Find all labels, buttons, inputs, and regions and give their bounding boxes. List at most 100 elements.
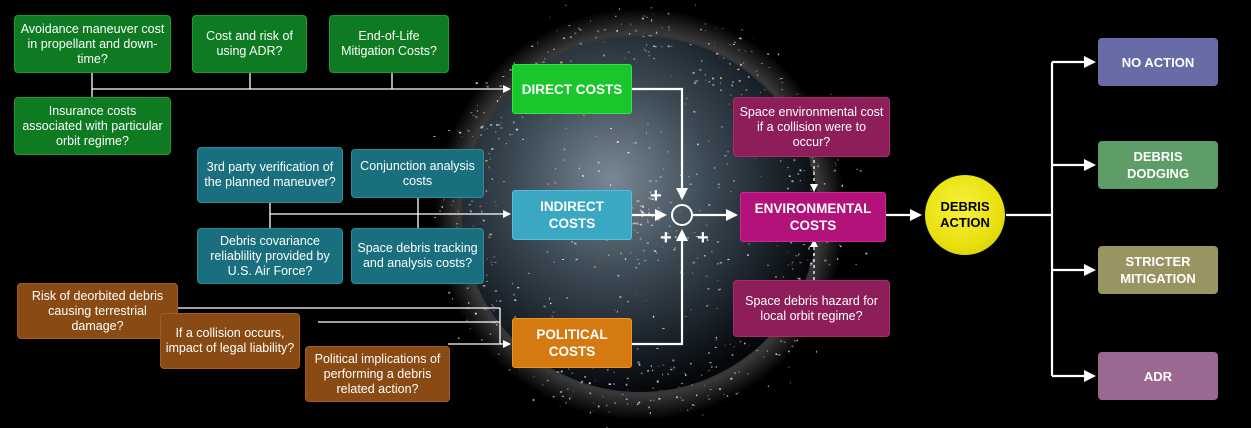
debris-speck <box>582 174 584 177</box>
debris-speck <box>716 263 719 265</box>
debris-speck <box>606 404 608 407</box>
debris-speck <box>574 32 577 35</box>
debris-speck <box>466 287 469 289</box>
debris-speck <box>556 30 558 32</box>
debris-speck <box>642 250 645 252</box>
debris-speck <box>668 225 671 227</box>
debris-speck <box>693 82 697 84</box>
debris-speck <box>637 221 640 224</box>
debris-speck <box>799 169 802 172</box>
debris-speck <box>745 89 748 91</box>
debris-speck <box>660 389 662 391</box>
debris-speck <box>660 176 662 178</box>
outcome-no-action: NO ACTION <box>1098 38 1218 86</box>
debris-speck <box>766 350 768 352</box>
debris-speck <box>631 199 633 201</box>
debris-speck <box>642 202 644 204</box>
debris-speck <box>674 236 677 238</box>
debris-speck <box>809 265 811 267</box>
debris-speck <box>787 167 789 169</box>
debris-speck <box>433 136 436 137</box>
debris-speck <box>835 164 837 166</box>
debris-speck <box>681 399 684 401</box>
debris-speck <box>648 212 650 215</box>
debris-speck <box>697 257 699 259</box>
debris-speck <box>690 407 692 409</box>
debris-speck <box>452 297 454 300</box>
debris-speck <box>561 259 565 260</box>
debris-speck <box>592 410 595 412</box>
debris-speck <box>597 260 600 262</box>
debris-speck <box>738 371 740 373</box>
debris-speck <box>708 369 710 372</box>
plus-sign-top: + <box>650 185 662 207</box>
debris-speck <box>496 299 497 302</box>
debris-speck <box>781 89 784 91</box>
debris-speck <box>514 316 516 318</box>
debris-speck <box>738 80 741 82</box>
debris-speck <box>824 259 827 262</box>
debris-speck <box>487 234 490 237</box>
debris-speck <box>645 50 647 52</box>
debris-speck <box>580 382 583 384</box>
debris-speck <box>554 181 557 184</box>
debris-speck <box>793 340 797 342</box>
debris-speck <box>567 388 569 390</box>
debris-speck <box>495 131 497 133</box>
debris-speck <box>715 336 718 339</box>
debris-speck <box>636 200 638 202</box>
debris-speck <box>752 38 754 39</box>
debris-speck <box>695 236 698 237</box>
debris-speck <box>735 393 738 395</box>
debris-speck <box>683 372 686 375</box>
debris-speck <box>728 103 730 105</box>
debris-speck <box>789 381 791 384</box>
debris-speck <box>719 56 721 58</box>
debris-speck <box>693 110 696 113</box>
debris-speck <box>476 110 479 112</box>
debris-speck <box>652 315 655 318</box>
debris-speck <box>583 114 585 116</box>
debris-speck <box>648 35 651 37</box>
debris-speck <box>713 167 716 169</box>
debris-speck <box>812 157 814 159</box>
debris-speck <box>723 393 725 395</box>
debris-speck <box>718 53 720 55</box>
debris-speck <box>569 397 571 400</box>
debris-speck <box>650 365 652 367</box>
debris-speck <box>768 67 770 68</box>
debris-speck <box>834 169 836 171</box>
debris-speck <box>694 80 697 82</box>
debris-speck <box>491 264 493 266</box>
debris-speck <box>798 253 800 256</box>
debris-speck <box>705 30 706 32</box>
debris-speck <box>696 394 698 397</box>
debris-speck <box>626 377 629 379</box>
debris-speck <box>658 401 659 403</box>
plus-sign-left: + <box>660 227 672 249</box>
debris-speck <box>571 372 573 374</box>
debris-speck <box>508 369 511 371</box>
debris-speck <box>514 299 517 301</box>
debris-speck <box>636 222 639 225</box>
debris-speck <box>709 362 712 364</box>
debris-speck <box>640 222 643 225</box>
debris-speck <box>482 218 484 221</box>
debris-speck <box>443 198 445 201</box>
debris-speck <box>788 366 790 368</box>
debris-speck <box>716 28 717 30</box>
debris-speck <box>789 242 793 244</box>
debris-speck <box>500 122 503 124</box>
debris-speck <box>816 350 817 353</box>
debris-speck <box>629 33 631 35</box>
debris-speck <box>588 382 591 385</box>
debris-speck <box>468 204 471 206</box>
debris-speck <box>775 353 778 355</box>
debris-speck <box>692 71 695 74</box>
debris-speck <box>627 51 630 53</box>
debris-speck <box>650 7 653 9</box>
debris-speck <box>616 310 618 313</box>
debris-speck <box>708 140 710 142</box>
debris-speck <box>692 261 695 264</box>
